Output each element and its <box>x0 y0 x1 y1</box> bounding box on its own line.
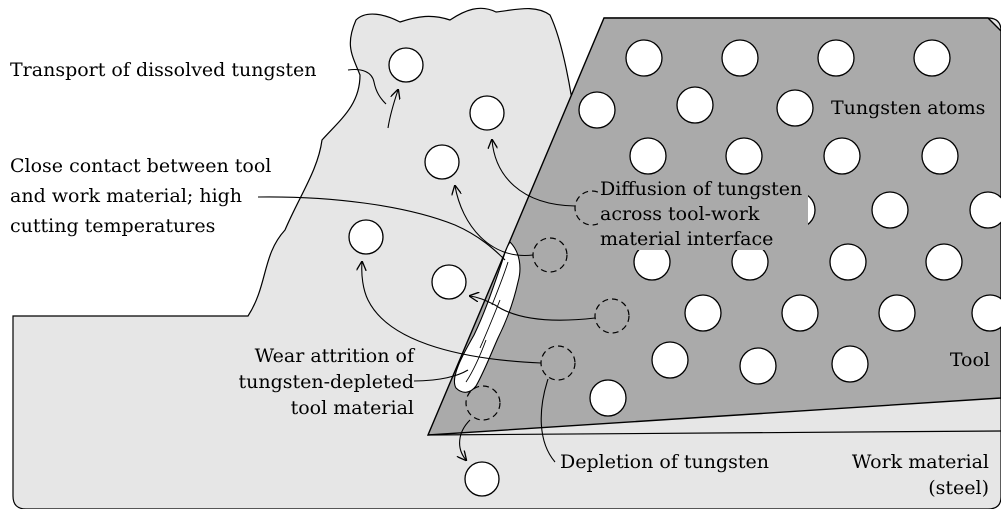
label-tungsten-atoms: Tungsten atoms <box>831 97 985 119</box>
tungsten-atom <box>722 40 758 76</box>
tungsten-atom <box>726 138 762 174</box>
label-work-material-line-1: Work material <box>852 451 989 473</box>
tungsten-atom <box>972 295 1001 331</box>
label-wear-line-1: Wear attrition of <box>255 345 416 367</box>
label-diffusion-line-3: material interface <box>600 228 773 250</box>
tungsten-atom <box>590 380 626 416</box>
tungsten-atom <box>626 40 662 76</box>
tungsten-atom <box>818 40 854 76</box>
label-contact-line-1: Close contact between tool <box>10 155 271 177</box>
label-wear-line-2: tungsten-depleted <box>239 371 415 393</box>
dissolved-tungsten-atom <box>389 48 423 82</box>
tungsten-atom <box>832 346 868 382</box>
label-contact-line-2: and work material; high <box>10 185 242 207</box>
label-tool: Tool <box>950 349 990 371</box>
label-diffusion-line-1: Diffusion of tungsten <box>600 178 802 200</box>
label-transport: Transport of dissolved tungsten <box>10 59 317 81</box>
tungsten-atom <box>879 295 915 331</box>
tungsten-atom <box>685 295 721 331</box>
label-depletion: Depletion of tungsten <box>560 451 769 473</box>
tungsten-atom <box>652 342 688 378</box>
tungsten-atom <box>872 192 908 228</box>
tungsten-atom <box>630 138 666 174</box>
dissolved-tungsten-atom <box>425 145 459 179</box>
tungsten-atom <box>914 40 950 76</box>
tungsten-atom <box>579 92 615 128</box>
label-work-material-line-2: (steel) <box>928 477 989 499</box>
tungsten-atom <box>830 244 866 280</box>
dissolved-tungsten-atom <box>349 220 383 254</box>
tungsten-atom <box>922 138 958 174</box>
tungsten-atom <box>782 295 818 331</box>
dissolved-tungsten-atom <box>465 462 499 496</box>
tungsten-atom <box>677 87 713 123</box>
tungsten-atom <box>824 138 860 174</box>
tungsten-atom <box>740 348 776 384</box>
tungsten-atom <box>970 192 1001 228</box>
dissolved-tungsten-atom <box>432 265 466 299</box>
label-diffusion-line-2: across tool-work <box>600 203 760 225</box>
label-wear-line-3: tool material <box>291 397 414 419</box>
label-contact-line-3: cutting temperatures <box>10 215 215 237</box>
dissolved-tungsten-atom <box>470 96 504 130</box>
tungsten-atom <box>926 244 962 280</box>
tungsten-atom <box>777 90 813 126</box>
